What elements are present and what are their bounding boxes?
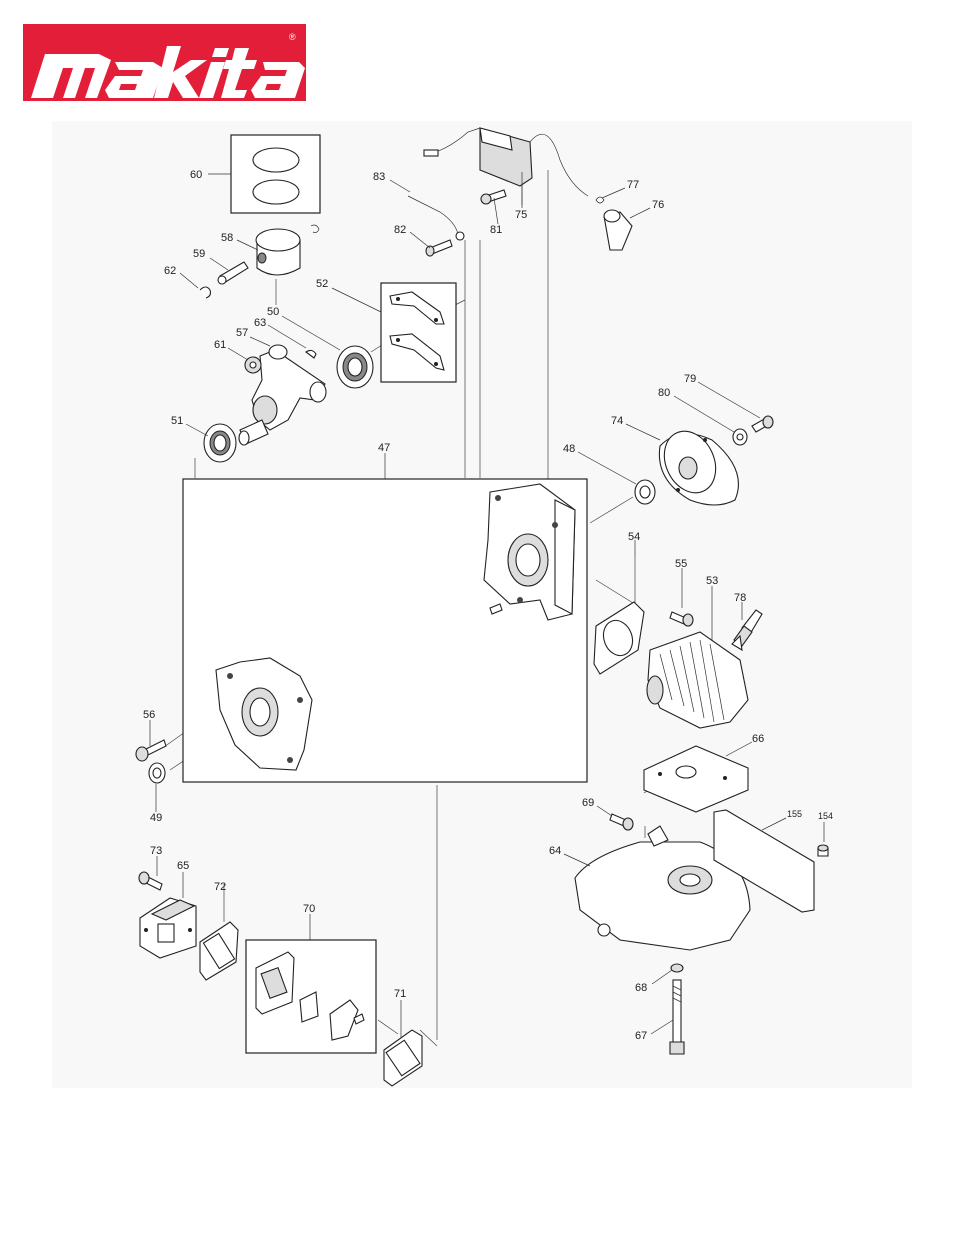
gasket-71 <box>384 1030 422 1086</box>
screw-154 <box>818 845 828 856</box>
stop-wire <box>408 196 464 240</box>
piston <box>256 225 319 275</box>
part-label-59: 59 <box>193 248 205 260</box>
part-label-80: 80 <box>658 387 670 399</box>
part-label-47: 47 <box>378 442 390 454</box>
bolt-81 <box>481 190 506 204</box>
part-label-64: 64 <box>549 845 561 857</box>
part-label-154: 154 <box>818 811 833 821</box>
washer-49 <box>149 763 165 783</box>
part-label-53: 53 <box>706 575 718 587</box>
part-label-77: 77 <box>627 179 639 191</box>
part-label-82: 82 <box>394 224 406 236</box>
muffler-gasket <box>644 746 748 812</box>
part-label-81: 81 <box>490 224 502 236</box>
flywheel <box>655 423 739 505</box>
part-label-79: 79 <box>684 373 696 385</box>
long-bolt-67 <box>670 980 684 1054</box>
oil-seal-48 <box>635 480 655 504</box>
part-label-155: 155 <box>787 809 802 819</box>
part-label-71: 71 <box>394 988 406 1000</box>
ignition-coil <box>424 128 588 196</box>
part-label-70: 70 <box>303 903 315 915</box>
part-label-63: 63 <box>254 317 266 329</box>
socket-bolt-56 <box>136 740 166 761</box>
part-label-56: 56 <box>143 709 155 721</box>
bolt-69 <box>610 814 633 830</box>
part-label-48: 48 <box>563 443 575 455</box>
spark-plug <box>732 610 762 650</box>
socket-bolt-73 <box>139 872 162 890</box>
ball-bearing-left <box>204 424 236 462</box>
part-label-73: 73 <box>150 845 162 857</box>
part-label-60: 60 <box>190 169 202 181</box>
part-label-69: 69 <box>582 797 594 809</box>
part-label-72: 72 <box>214 881 226 893</box>
screw-55 <box>670 612 693 626</box>
part-label-66: 66 <box>752 733 764 745</box>
part-label-62: 62 <box>164 265 176 277</box>
part-label-83: 83 <box>373 171 385 183</box>
insulator <box>140 898 196 958</box>
bolt-79 <box>752 416 773 432</box>
part-label-54: 54 <box>628 531 640 543</box>
circlip <box>200 287 211 298</box>
ball-bearing-right <box>337 346 373 388</box>
part-label-55: 55 <box>675 558 687 570</box>
part-label-76: 76 <box>652 199 664 211</box>
washer-80 <box>733 429 747 445</box>
part-label-67: 67 <box>635 1030 647 1042</box>
woodruff-key <box>306 350 316 358</box>
cylinder <box>647 632 748 728</box>
part-label-57: 57 <box>236 327 248 339</box>
part-label-65: 65 <box>177 860 189 872</box>
part-label-68: 68 <box>635 982 647 994</box>
part-label-52: 52 <box>316 278 328 290</box>
cylinder-gasket <box>594 602 644 674</box>
part-label-49: 49 <box>150 812 162 824</box>
part-label-51: 51 <box>171 415 183 427</box>
piston-pin <box>218 262 248 284</box>
washer-68 <box>671 964 683 972</box>
spark-plug-cap <box>604 210 632 250</box>
part-label-75: 75 <box>515 209 527 221</box>
part-label-74: 74 <box>611 415 623 427</box>
gasket-72 <box>200 922 238 980</box>
part-label-58: 58 <box>221 232 233 244</box>
part-label-78: 78 <box>734 592 746 604</box>
part-label-61: 61 <box>214 339 226 351</box>
part-label-50: 50 <box>267 306 279 318</box>
